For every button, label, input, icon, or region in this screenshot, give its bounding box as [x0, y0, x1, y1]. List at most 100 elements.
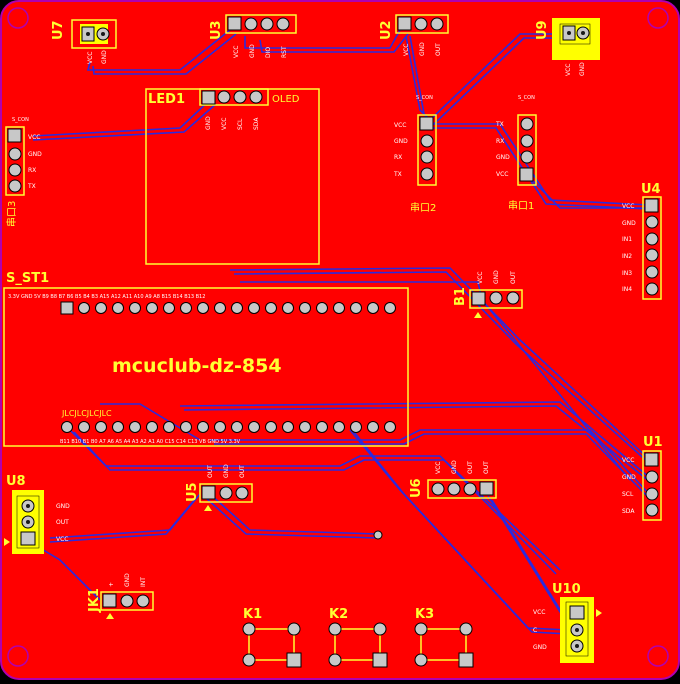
via: [373, 530, 383, 540]
uart1-pin3-label: GND: [496, 154, 510, 161]
jk1-pin2-label: GND: [124, 573, 131, 587]
button-k3: K3: [414, 607, 474, 668]
b1-pin2-label: GND: [493, 270, 500, 284]
uart1-header-type: S_CON: [518, 95, 535, 101]
u9-connector: U9 VCC GND: [535, 18, 600, 76]
uart2-ref: 串口2: [410, 202, 436, 214]
mcu-pad: [299, 421, 311, 433]
u6-header: U6 VCC GND OUT OUT: [409, 460, 497, 499]
u6-pin2-label: GND: [451, 460, 458, 474]
mcu-pad: [180, 302, 192, 314]
mcu-pad: [163, 302, 175, 314]
mcu-pad: [299, 302, 311, 314]
mcu-pad: [61, 421, 73, 433]
u3-pin1-label: VCC: [233, 46, 240, 58]
u1-pin4-label: SDA: [622, 508, 635, 515]
mcu-pad: [350, 302, 362, 314]
mcu-pad: [112, 302, 124, 314]
u2-header: U2 VCC GND OUT: [379, 14, 449, 56]
button-k1: K1: [242, 607, 302, 668]
mcu-pad: [367, 421, 379, 433]
mcu-pad: [129, 421, 141, 433]
mcu-pad: [112, 421, 124, 433]
u9-pin2-label: GND: [579, 62, 586, 76]
u6-pin1-label: VCC: [435, 462, 442, 474]
s-st1-top-pins-label: 3.3V GND 5V B9 B8 B7 B6 B5 B4 B3 A15 A12…: [8, 294, 205, 300]
uart2-pin1-label: VCC: [394, 122, 406, 129]
u4-pin1-label: VCC: [622, 203, 634, 210]
uart3-pin2-label: GND: [28, 151, 42, 158]
u7-pin1-label: VCC: [87, 52, 94, 64]
u4-pin5-label: IN3: [622, 270, 632, 277]
uart1-pin1-label: TX: [495, 121, 504, 128]
u10-ref: U10: [552, 582, 581, 597]
u6-pin4-label: OUT: [483, 461, 490, 474]
u4-header: U4 VCC GND IN1 IN2 IN3 IN4: [622, 182, 662, 300]
mcu-pad: [95, 302, 107, 314]
led1-pin2-label: VCC: [221, 118, 228, 130]
mcu-pad: [316, 302, 328, 314]
u5-ref: U5: [185, 482, 200, 502]
u8-pin3-label: VCC: [56, 536, 68, 543]
jk1-header: JK1 + GND INT: [87, 573, 154, 619]
led1-label: OLED: [272, 94, 300, 105]
u7-ref: U7: [51, 20, 66, 40]
u10-pin1-label: VCC: [533, 609, 545, 616]
u8-pin2-label: OUT: [56, 519, 69, 526]
u6-ref: U6: [409, 478, 424, 498]
s-st1-mcu-module: S_ST1 3.3V GND 5V B9 B8 B7 B6 B5 B4 B3 A…: [3, 271, 409, 447]
jk1-ref: JK1: [87, 588, 102, 613]
u2-pin2-label: GND: [419, 42, 426, 56]
u10-pin3-label: GND: [533, 644, 547, 651]
u4-ref: U4: [641, 182, 661, 197]
b1-pin3-label: OUT: [510, 271, 517, 284]
mcu-pad: [265, 421, 277, 433]
b1-pin1-label: VCC: [477, 272, 484, 284]
mcu-pad: [95, 421, 107, 433]
s-st1-ref: S_ST1: [6, 271, 49, 286]
u2-ref: U2: [379, 20, 394, 40]
uart1-pin4-label: VCC: [496, 171, 508, 178]
u4-pin2-label: GND: [622, 220, 636, 227]
mcu-pad: [129, 302, 141, 314]
mcu-pad: [265, 302, 277, 314]
mcu-pad: [163, 421, 175, 433]
mcu-pad: [384, 421, 396, 433]
u8-connector: U8 GND OUT VCC: [4, 474, 70, 554]
mcu-pad: [248, 302, 260, 314]
mcu-pad: [384, 302, 396, 314]
mcu-pad: [197, 421, 209, 433]
uart1-pin2-label: RX: [496, 138, 504, 145]
u9-ref: U9: [535, 20, 550, 40]
uart3-pin4-label: TX: [27, 183, 36, 190]
mcu-pad: [231, 302, 243, 314]
uart2-pin2-label: GND: [394, 138, 408, 145]
u3-header: U3 VCC GND DIO RST: [209, 14, 297, 58]
u10-pin2-label: C: [533, 627, 537, 634]
mcu-pad: [316, 421, 328, 433]
b1-header: B1 VCC GND OUT: [453, 270, 523, 318]
uart2-pin3-label: RX: [394, 154, 402, 161]
mcu-pad: [248, 421, 260, 433]
s-st1-top-pad-row: [60, 301, 396, 315]
u10-connector: U10 VCC C GND: [533, 582, 602, 663]
mounting-holes: [7, 7, 669, 667]
mcu-pad: [282, 302, 294, 314]
uart1-ref: 串口1: [508, 200, 534, 212]
k2-ref: K2: [329, 607, 348, 622]
u3-pin3-label: DIO: [265, 47, 272, 58]
u3-pin4-label: RST: [281, 46, 288, 58]
mcu-pad: [214, 302, 226, 314]
mcu-pad: [78, 421, 90, 433]
u1-pin3-label: SCL: [622, 491, 634, 498]
mcu-pad: [231, 421, 243, 433]
s-st1-bottom-pad-row: [61, 421, 396, 433]
u2-pin3-label: OUT: [435, 43, 442, 56]
u5-pin1-label: OUT: [207, 465, 214, 478]
mcu-pad: [333, 302, 345, 314]
s-st1-silk-text: JLCJLCJLCJLC: [61, 409, 112, 418]
u2-pin1-label: VCC: [403, 44, 410, 56]
